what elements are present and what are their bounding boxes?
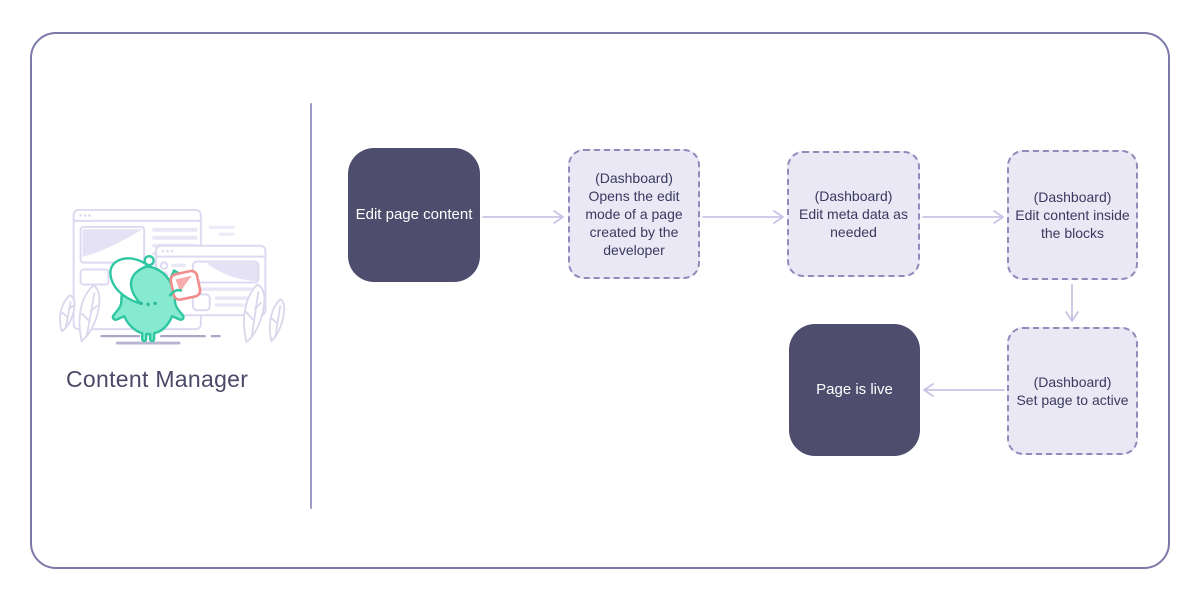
- flow-node-label: (Dashboard) Set page to active: [1016, 373, 1129, 408]
- leaf-icon: [243, 283, 286, 344]
- flow-node-page-is-live: Page is live: [789, 324, 920, 456]
- mascot-icon: [109, 254, 185, 343]
- flow-node-set-page-active: (Dashboard) Set page to active: [1007, 327, 1138, 455]
- mascot-hand-icon: [168, 288, 183, 297]
- flow-node-open-edit-mode: (Dashboard) Opens the edit mode of a pag…: [568, 149, 700, 279]
- flow-node-label: (Dashboard) Edit meta data as needed: [799, 187, 908, 241]
- content-card-icon: [169, 269, 202, 301]
- leaf-icon: [59, 284, 101, 343]
- flow-node-label: Page is live: [816, 381, 893, 399]
- ground-line-icon: [100, 335, 221, 345]
- content-manager-illustration: [59, 208, 286, 345]
- page-title: Content Manager: [66, 366, 249, 392]
- flow-node-label: (Dashboard) Opens the edit mode of a pag…: [585, 169, 683, 259]
- flow-node-label: Edit page content: [355, 206, 473, 224]
- flow-node-edit-meta-data: (Dashboard) Edit meta data as needed: [787, 151, 920, 277]
- flow-node-edit-page-content: Edit page content: [348, 148, 480, 282]
- flow-node-label: (Dashboard) Edit content inside the bloc…: [1015, 188, 1130, 242]
- vertical-divider: [310, 103, 312, 509]
- flow-node-edit-content-blocks: (Dashboard) Edit content inside the bloc…: [1007, 150, 1138, 280]
